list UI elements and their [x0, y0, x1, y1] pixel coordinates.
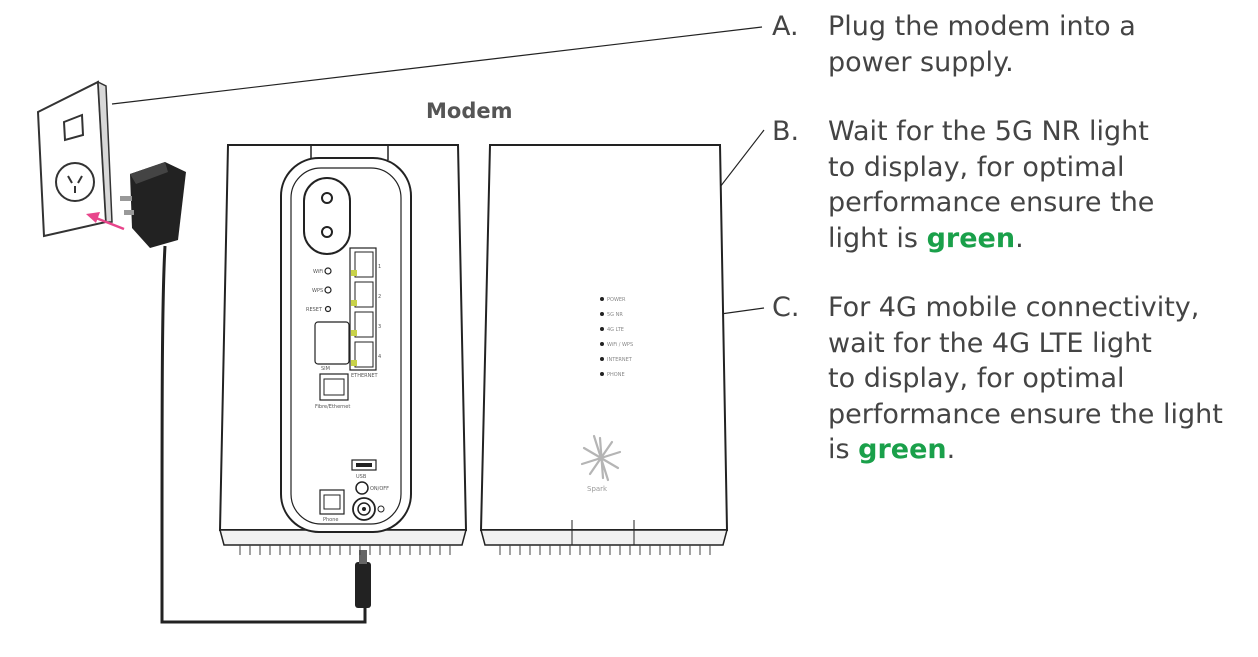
led-label-power: POWER [607, 297, 626, 303]
step-text: . [946, 434, 956, 465]
port-number-1: 1 [378, 264, 381, 270]
step-a-text: Plug the modem into a power supply. [828, 9, 1136, 80]
led-label-wifi-wps: WiFi / WPS [607, 342, 633, 348]
port-number-3: 3 [378, 324, 381, 330]
spark-logo-icon [580, 434, 622, 482]
highlight-green: green [858, 434, 947, 465]
step-text: . [1015, 222, 1024, 254]
modem-title: Modem [426, 99, 513, 123]
step-line: performance ensure the [828, 187, 1155, 218]
onoff-label: ON/OFF [370, 486, 389, 492]
modem-rear: WiFi WPS RESET SIM Fibre/Ethernet 1 2 3 … [218, 144, 468, 555]
step-c-letter: C. [772, 292, 800, 323]
step-b-letter: B. [772, 116, 800, 147]
reset-button-label: RESET [306, 307, 323, 313]
step-line: performance ensure the light [828, 398, 1223, 430]
modem-front: POWER 5G NR 4G LTE WiFi / WPS INTERNET P… [479, 144, 729, 555]
step-line-last: is green. [828, 432, 1223, 468]
highlight-green: green [926, 222, 1016, 254]
step-line: to display, for optimal [828, 363, 1125, 394]
brand-label: Spark [587, 485, 608, 493]
step-line: For 4G mobile connectivity, [828, 292, 1200, 323]
led-label-phone: PHONE [607, 372, 625, 378]
step-text: light is [828, 222, 927, 254]
step-text: is [828, 434, 859, 465]
led-indicators: POWER 5G NR 4G LTE WiFi / WPS INTERNET P… [600, 297, 633, 378]
usb-label: USB [356, 474, 367, 480]
wall-socket-icon [36, 80, 113, 238]
step-line: wait for the 4G LTE light [828, 327, 1152, 359]
step-line: Wait for the 5G NR light [828, 116, 1149, 147]
led-label-5g-nr: 5G NR [607, 312, 623, 318]
sim-slot-label: SIM [321, 366, 330, 372]
port-number-4: 4 [378, 354, 381, 360]
phone-port-label: Phone [323, 517, 339, 523]
step-line: Plug the modem into a [828, 11, 1136, 42]
wifi-button-label: WiFi [313, 269, 323, 275]
arrow-icon [86, 212, 125, 231]
power-adapter-icon [120, 162, 371, 624]
step-a-letter: A. [772, 11, 799, 42]
step-line: power supply. [828, 46, 1014, 78]
step-c-text: For 4G mobile connectivity, wait for the… [828, 290, 1223, 468]
led-label-4g-lte: 4G LTE [607, 327, 624, 333]
fibre-port-label: Fibre/Ethernet [315, 404, 350, 410]
port-number-2: 2 [378, 294, 381, 300]
step-line: to display, for optimal [828, 151, 1125, 183]
ethernet-label: ETHERNET [351, 373, 379, 379]
led-label-internet: INTERNET [607, 357, 633, 363]
step-line-last: light is green. [828, 221, 1154, 257]
ethernet-ports [351, 251, 374, 368]
wps-button-label: WPS [312, 288, 323, 294]
step-b-text: Wait for the 5G NR light to display, for… [828, 114, 1154, 256]
